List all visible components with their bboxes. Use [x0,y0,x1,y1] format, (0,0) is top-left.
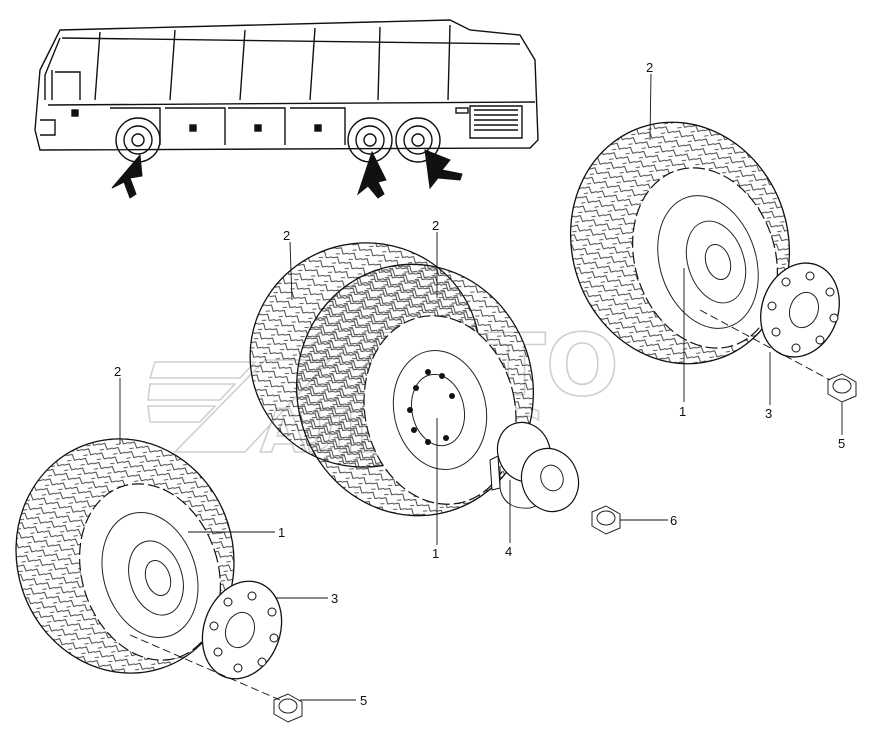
pointer-arrows [111,149,463,199]
wheel-bottom-left [15,438,235,674]
callout-rim-dual: 1 [432,546,439,561]
callout-rim-bottom-left: 1 [278,525,285,540]
wheel-top-right [569,121,791,365]
callout-nut-bottom: 5 [360,693,367,708]
arrow-rear-axle-2 [424,149,463,190]
callout-labels: 2 2 2 2 1 1 1 3 3 4 5 5 6 [114,60,845,708]
callout-cover-bottom: 3 [331,591,338,606]
callout-tire-top-right: 2 [646,60,653,75]
hub-cover-bottom [201,580,283,680]
wheel-nut-top [827,373,857,403]
wheel-nut-middle [591,505,621,535]
wheel-nut-bottom [273,693,303,723]
callout-cover-top: 3 [765,406,772,421]
hub-cover-top [760,262,840,358]
callout-tire-dual-inner: 2 [283,228,290,243]
wheel-dual-rear [249,242,535,517]
callout-rim-top-right: 1 [679,404,686,419]
hub-cap-rear [489,421,580,520]
callout-hub-cap: 4 [505,544,512,559]
bus-side-view [34,19,539,163]
arrow-rear-axle-1 [356,150,387,199]
callout-tire-bottom-left: 2 [114,364,121,379]
callout-tire-dual-outer: 2 [432,218,439,233]
callout-nut-top: 5 [838,436,845,451]
leader-lines [119,73,843,701]
arrow-front-axle [111,153,143,199]
callout-nut-middle: 6 [670,513,677,528]
